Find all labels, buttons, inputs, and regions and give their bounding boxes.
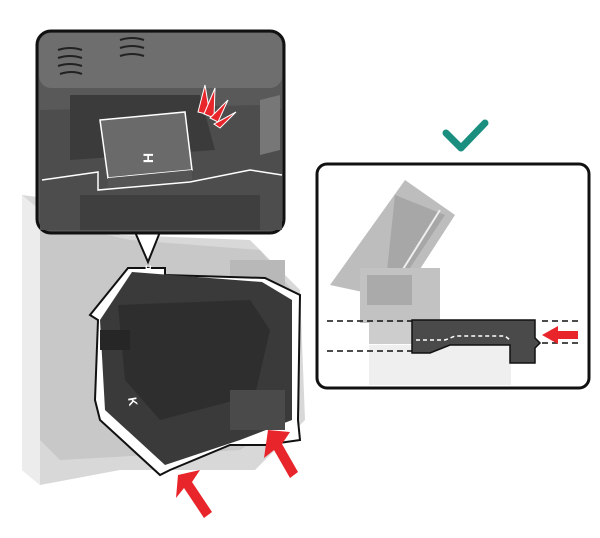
side-view-box	[315, 162, 591, 390]
callout-pointer	[134, 231, 161, 265]
insert-arrow	[542, 326, 578, 344]
tray-top-label: H	[145, 264, 152, 274]
push-arrow-left	[176, 470, 212, 518]
check-mark-icon	[442, 119, 489, 152]
click-sound-icon	[197, 84, 237, 129]
callout-label: H	[140, 153, 156, 163]
push-arrow-right	[264, 430, 298, 478]
side-view-tray	[411, 319, 542, 364]
tray: K H	[88, 264, 302, 477]
tray-label: K	[125, 396, 140, 407]
callout-zoom-box: H	[35, 29, 286, 235]
